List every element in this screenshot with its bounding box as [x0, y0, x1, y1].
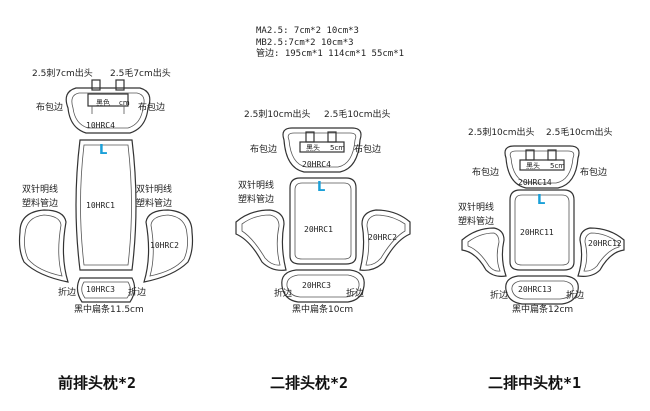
- p3-label-hook-size: 5cm: [550, 162, 565, 170]
- p2-side-mark: L: [317, 180, 325, 195]
- piece-top-3: [504, 145, 580, 189]
- p2-label-strip: 黑中扁条10cm: [292, 303, 353, 315]
- p1-label-top-right: 2.5毛7cm出头: [110, 67, 171, 79]
- p1-label-strip: 黑中扁条11.5cm: [74, 303, 144, 315]
- p3-label-fold-right: 折边: [566, 289, 584, 301]
- piece-top-1: [65, 79, 151, 134]
- piece-side-left-3: [461, 227, 507, 277]
- p2-code-bottom: 20HRC3: [302, 281, 331, 290]
- piece-side-right-3: [577, 227, 625, 277]
- p3-code-bottom: 20HRC13: [518, 285, 552, 294]
- p3-code-center: 20HRC11: [520, 228, 554, 237]
- p1-side-mark: L: [99, 143, 107, 158]
- p3-label-top-right: 2.5毛10cm出头: [546, 126, 612, 138]
- spec-line-mb: MB2.5:7cm*2 10cm*3: [256, 38, 354, 48]
- p2-label-pipe-left: 塑料管边: [238, 193, 274, 205]
- p3-label-top-left: 2.5刺10cm出头: [468, 126, 534, 138]
- piece-bottom-3: [505, 275, 579, 305]
- p2-code-center: 20HRC1: [304, 225, 333, 234]
- p3-label-stitch-left: 双针明线: [458, 201, 494, 213]
- pillow-second-row-center: [461, 145, 625, 305]
- p3-code-top: 20HRC14: [518, 178, 552, 187]
- p1-label-hook: 黑色: [96, 98, 110, 107]
- piece-center-1: [75, 139, 137, 271]
- p3-code-side: 20HRC12: [588, 239, 622, 248]
- piece-side-right-1: [143, 209, 194, 283]
- piece-side-right-2: [359, 209, 411, 271]
- p2-label-cloth-left: 布包边: [250, 143, 277, 155]
- p1-label-cloth-right: 布包边: [138, 101, 165, 113]
- piece-top-2: [282, 127, 362, 173]
- p2-label-top-right: 2.5毛10cm出头: [324, 108, 390, 120]
- p3-label-cloth-left: 布包边: [472, 166, 499, 178]
- p2-code-top: 20HRC4: [302, 160, 331, 169]
- p3-label-strip: 黑中扁条12cm: [512, 303, 573, 315]
- p2-label-hook-size: 5cm: [330, 144, 345, 152]
- piece-bottom-2: [281, 269, 365, 303]
- p1-label-top-left: 2.5刺7cm出头: [32, 67, 93, 79]
- p1-code-side: 10HRC2: [150, 241, 179, 250]
- p1-label-cloth-left: 布包边: [36, 101, 63, 113]
- spec-line-ma: MA2.5: 7cm*2 10cm*3: [256, 26, 359, 36]
- p1-label-fold-left: 折边: [58, 286, 76, 298]
- p1-code-bottom: 10HRC3: [86, 285, 115, 294]
- spec-line-piping: 管边: 195cm*1 114cm*1 55cm*1: [256, 49, 405, 59]
- piece-center-2: [289, 177, 357, 265]
- p1-label-fold-right: 折边: [128, 286, 146, 298]
- p1-code-center: 10HRC1: [86, 201, 115, 210]
- piece-center-3: [509, 189, 575, 271]
- p1-label-hook-size: cm: [119, 99, 130, 107]
- title-second-row-center-pillow: 二排中头枕*1: [488, 374, 582, 392]
- title-front-pillow: 前排头枕*2: [58, 374, 137, 392]
- p3-label-fold-left: 折边: [490, 289, 508, 301]
- piece-side-left-2: [235, 209, 287, 271]
- pillow-front: [18, 79, 194, 303]
- p1-code-top: 10HRC4: [86, 121, 115, 130]
- p2-label-stitch-left: 双针明线: [238, 179, 274, 191]
- p3-label-hook: 黑头: [526, 161, 540, 170]
- p3-label-cloth-right: 布包边: [580, 166, 607, 178]
- p2-label-fold-right: 折边: [346, 287, 364, 299]
- p2-label-cloth-right: 布包边: [354, 143, 381, 155]
- p3-label-pipe-left: 塑料管边: [458, 215, 494, 227]
- p1-label-pipe-right: 塑料管边: [136, 197, 172, 209]
- piece-side-left-1: [18, 209, 69, 283]
- piece-bottom-1: [76, 277, 136, 303]
- p2-label-top-left: 2.5刺10cm出头: [244, 108, 310, 120]
- p1-label-pipe-left: 塑料管边: [22, 197, 58, 209]
- pillow-second-row: [235, 127, 411, 303]
- p1-label-stitch-left: 双针明线: [22, 183, 58, 195]
- p3-side-mark: L: [537, 193, 545, 208]
- p1-label-stitch-right: 双针明线: [136, 183, 172, 195]
- p2-label-hook: 黑头: [306, 143, 320, 152]
- title-second-row-pillow: 二排头枕*2: [270, 374, 349, 392]
- p2-label-fold-left: 折边: [274, 287, 292, 299]
- p2-code-side: 20HRC2: [368, 233, 397, 242]
